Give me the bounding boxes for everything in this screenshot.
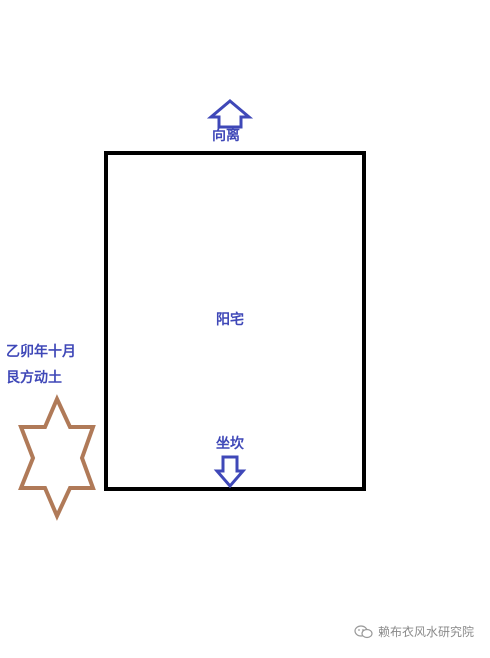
watermark-text: 赖布衣风水研究院 xyxy=(378,625,475,639)
sitting-arrow-icon xyxy=(213,455,247,489)
star-icon xyxy=(18,394,96,521)
house-outline xyxy=(104,151,366,491)
note-direction-label: 艮方动土 xyxy=(6,370,62,386)
note-date-label: 乙卯年十月 xyxy=(6,344,76,360)
wechat-icon xyxy=(354,625,373,639)
watermark: 赖布衣风水研究院 xyxy=(354,624,474,640)
sitting-label: 坐坎 xyxy=(216,436,244,452)
facing-label: 向离 xyxy=(212,128,240,144)
house-label: 阳宅 xyxy=(216,312,244,328)
facing-arrow-icon xyxy=(206,99,254,129)
